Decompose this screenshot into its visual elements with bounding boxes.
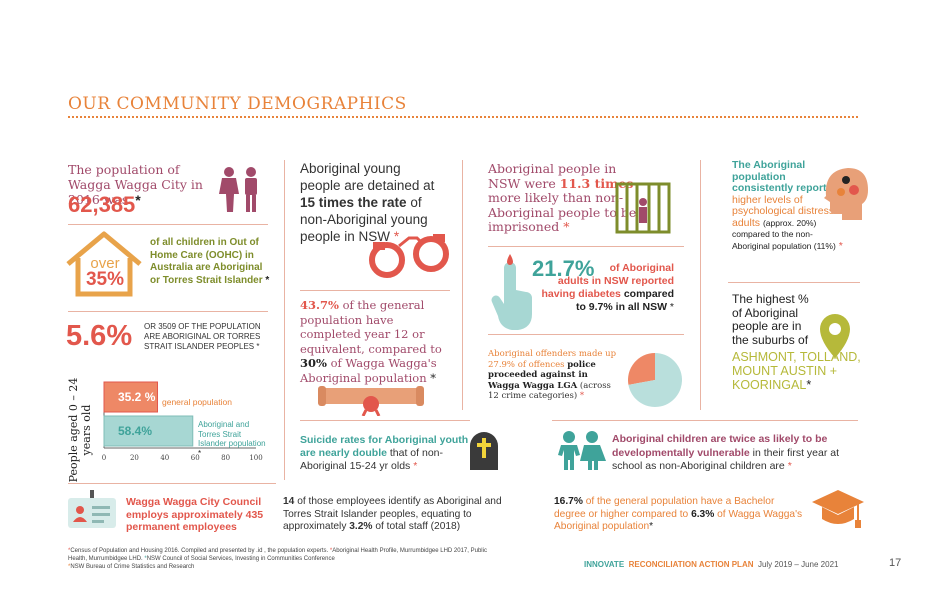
bachelor-text: 16.7% of the general population have a B… [554,496,803,532]
psych-text: The Aboriginal population consistently r… [732,159,846,252]
divider [300,290,450,291]
diploma-icon [318,386,424,416]
offenders-text: Aboriginal offenders made up 27.9% of of… [488,349,617,401]
council-staff-text: 14 of those employees identify as Aborig… [283,496,502,532]
jail-cell-icon [615,182,671,234]
divider [488,334,684,335]
finger-prick-icon [491,254,532,330]
head-gears-icon [824,168,868,220]
x-tick-label: 100 [249,454,262,462]
suburbs-intro: The highest % of Aboriginal people are i… [732,292,809,347]
ohc-text: of all children in Out of Home Care (OOH… [150,237,270,286]
children-text: Aboriginal children are twice as likely … [612,433,840,472]
id-badge-icon [68,490,116,528]
diabetes-text: of Aboriginal adults in NSW reported hav… [541,262,674,313]
divider [68,311,268,312]
ohc-over: over [90,255,120,272]
divider [552,420,858,421]
x-tick-label: 0 [102,454,106,462]
page-number: 17 [889,557,902,569]
legend-general: general population [162,397,232,407]
bar-value-label: 58.4% [118,424,152,438]
offenders-pie-chart [628,353,682,407]
children-icon [558,431,606,470]
diabetes-pct: 21.7% [532,256,595,281]
location-pin-icon [820,314,850,358]
x-tick-label: 60 [191,454,200,462]
divider-vertical [700,160,701,410]
house-icon [66,231,142,297]
detained-text: Aboriginal young people are detained at … [300,161,435,244]
page-title: OUR COMMUNITY DEMOGRAPHICS [68,94,407,114]
headstone-icon [470,432,498,470]
pie-slice-other [628,353,682,407]
x-tick-label: 40 [160,454,169,462]
divider [68,224,268,225]
year12-text: 43.7% of the general population have com… [300,298,442,385]
population-text: The population of Wagga Wagga City in 20… [68,162,203,207]
indigenous-text: OR 3509 OF THE POPULATION ARE ABORIGINAL… [144,322,261,351]
age-chart-ylabel: People aged 0 – 24 years old [67,377,93,483]
divider [488,246,684,247]
suburbs-names: ASHMONT, TOLLAND, MOUNT AUSTIN + KOORING… [732,350,861,392]
divider [68,483,276,484]
legend-aboriginal: Aboriginal and Torres Strait Islander po… [198,420,266,458]
x-tick-label: 20 [130,454,139,462]
age-bar-chart: 35.2 % 58.4% 0 20 40 60 80 100 [102,381,263,462]
council-text: Wagga Wagga City Council employs approxi… [126,496,264,533]
handcuffs-icon [369,234,449,278]
pie-slice-aboriginal [628,353,655,385]
divider-vertical [462,160,463,410]
imprisoned-text: Aboriginal people in NSW were 11.3 times… [488,161,637,234]
bar-general [103,381,159,413]
indigenous-pct: 5.6% [66,320,133,352]
footnotes: *Census of Population and Housing 2016. … [68,548,487,570]
suicide-text: Suicide rates for Aboriginal youth are n… [300,434,469,472]
people-icon [219,167,257,212]
footer: INNOVATE RECONCILIATION ACTION PLAN July… [584,560,839,569]
ohc-pct: 35% [85,269,125,290]
divider [300,420,470,421]
x-tick-label: 80 [221,454,230,462]
population-value: 62,385* [68,192,141,217]
divider [728,282,860,283]
title-dotted-rule [68,116,858,118]
bar-value-label: 35.2 % [118,390,156,404]
divider-vertical [284,160,285,480]
bar-aboriginal [103,415,194,447]
graduation-cap-icon [812,490,864,528]
